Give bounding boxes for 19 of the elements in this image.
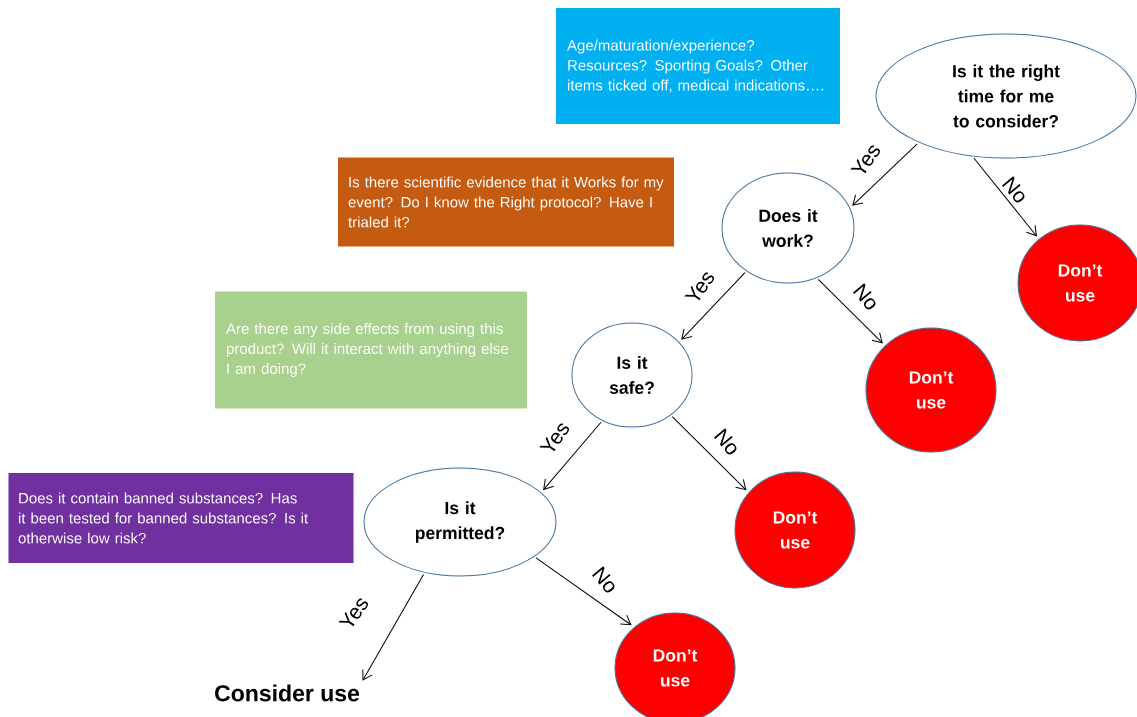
edge-label: Yes bbox=[336, 593, 372, 633]
edge-label: No bbox=[711, 425, 743, 459]
edge-label: Yes bbox=[682, 267, 718, 307]
result-text: Consider use bbox=[215, 684, 360, 702]
edge-label: Yes bbox=[537, 418, 573, 458]
arrow bbox=[362, 573, 425, 681]
note-box: Does it contain banned substances? Has it been tested for banned substances? Is it otherwise low risk? bbox=[8, 473, 354, 563]
arrow bbox=[535, 557, 632, 626]
note-box: Age/maturation/experience? Resources? Sporting Goals? Other items ticked off, medical indications…. bbox=[556, 8, 840, 124]
edge-label: No bbox=[589, 563, 621, 597]
note-box: Are there any side effects from using this product? Will it interact with anything else I am doing? bbox=[215, 291, 527, 409]
edge-label: No bbox=[999, 173, 1031, 207]
note-box: Is there scientific evidence that it Works for my event? Do I know the Right protocol? Have I trialed it? bbox=[338, 157, 674, 247]
arrow bbox=[671, 416, 747, 491]
arrow bbox=[817, 278, 883, 344]
arrow bbox=[973, 157, 1037, 237]
arrow bbox=[543, 421, 602, 490]
arrow bbox=[852, 143, 918, 206]
arrow bbox=[681, 272, 746, 340]
